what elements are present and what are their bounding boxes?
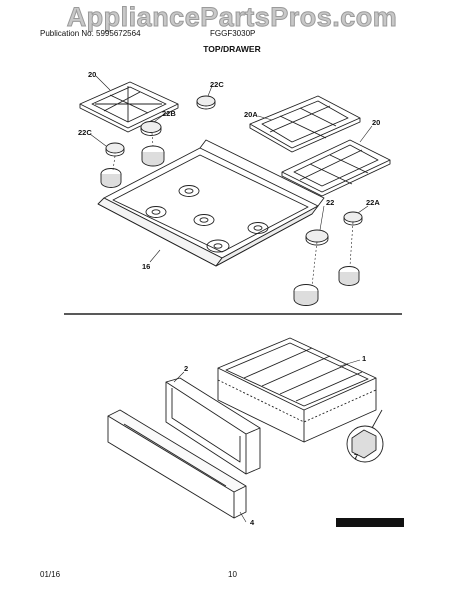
drawer-liner <box>165 377 261 475</box>
grate-20a <box>249 95 361 153</box>
label-drawer-front: 4 <box>250 518 255 527</box>
cooktop-panel <box>97 139 325 267</box>
burner-head-left <box>100 145 165 188</box>
label-22c-top: 22C <box>210 80 224 89</box>
footer-date: 01/16 <box>40 570 61 579</box>
label-grate-left: 20 <box>88 70 97 79</box>
leader-lines-top <box>89 75 373 287</box>
label-20a: 20A <box>244 110 258 119</box>
label-22a: 22A <box>366 198 380 207</box>
label-drawer-liner: 2 <box>184 364 189 373</box>
grate-left <box>79 81 179 133</box>
drawer-body <box>217 337 377 443</box>
label-detail: 7 <box>354 452 359 461</box>
manufacturer-logo <box>336 518 404 527</box>
model-number: FGGF3030P <box>210 29 256 38</box>
grate-right <box>281 139 391 197</box>
drawer-front <box>107 409 247 519</box>
burner-cap-22b <box>140 121 162 136</box>
burner-cap-22c-top <box>196 95 216 110</box>
label-22b: 22B <box>162 109 176 118</box>
label-drawer: 1 <box>362 354 367 363</box>
watermark: AppliancePartsPros.com <box>66 2 398 33</box>
detail-callout <box>346 409 384 463</box>
label-22: 22 <box>326 198 335 207</box>
section-title: TOP/DRAWER <box>203 44 261 54</box>
label-cooktop: 16 <box>142 262 151 271</box>
cooktop-burner-ports <box>145 185 269 253</box>
page-number: 10 <box>228 570 237 579</box>
burner-cap-22c-left <box>105 142 125 157</box>
label-grate-right: 20 <box>372 118 381 127</box>
publication-number: Publication No. 5995672564 <box>40 29 141 38</box>
label-22c-left: 22C <box>78 128 92 137</box>
leader-lines-bottom <box>173 359 361 523</box>
burner-head-right <box>293 266 360 306</box>
